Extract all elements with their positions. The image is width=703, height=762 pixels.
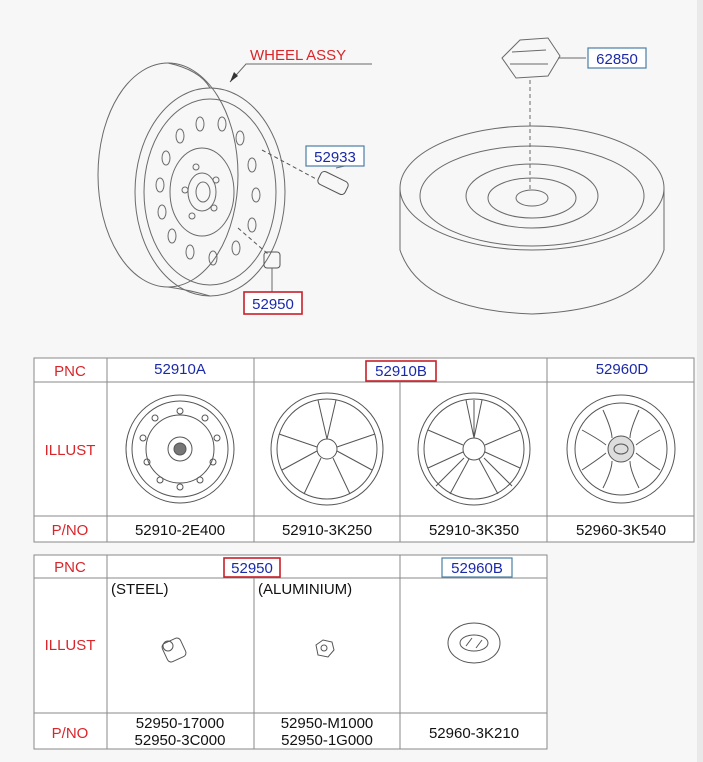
nut-drawing xyxy=(237,227,281,292)
t1-illust-label: ILLUST xyxy=(45,442,96,459)
t1-pno-3: 52910-3K350 xyxy=(429,522,519,539)
t1-pno-2: 52910-3K250 xyxy=(282,522,372,539)
t2-illust-label: ILLUST xyxy=(45,637,96,654)
callout-box-52933 xyxy=(305,145,365,167)
t2-pnc-52960b: 52960B xyxy=(451,560,503,577)
t1-pnc-label: PNC xyxy=(54,363,86,380)
alloy-wheel-multi-spoke-illust xyxy=(417,392,531,506)
wheel-assy-label: WHEEL ASSY xyxy=(250,47,346,64)
t1-pno-4: 52960-3K540 xyxy=(576,522,666,539)
callout-52950-top: 52950 xyxy=(252,296,294,313)
t2-pno-col2-line2: 52950-1G000 xyxy=(281,732,373,749)
t2-pnc-52950: 52950 xyxy=(231,560,273,577)
t1-pnc-52960d: 52960D xyxy=(596,361,649,378)
spare-tire-drawing xyxy=(399,37,665,315)
steel-wheel-illust xyxy=(125,394,235,504)
hub-cap-illust xyxy=(447,622,501,664)
table2: PNC ILLUST P/NO 52950 52960B (STEEL) (AL… xyxy=(33,554,548,750)
vertical-scrollbar[interactable] xyxy=(697,0,703,762)
t1-pno-1: 52910-2E400 xyxy=(135,522,225,539)
t2-pno-col1-line2: 52950-3C000 xyxy=(135,732,226,749)
aluminium-nut-illust xyxy=(315,639,335,658)
alloy-wheel-5-spoke-illust xyxy=(270,392,384,506)
t1-pno-label: P/NO xyxy=(52,522,89,539)
t2-pno-col2-line1: 52950-M1000 xyxy=(281,715,374,732)
callout-box-52950-top xyxy=(243,291,303,315)
callout-62850: 62850 xyxy=(596,51,638,68)
t2-pnc-label: PNC xyxy=(54,559,86,576)
t1-pnc-52910b: 52910B xyxy=(375,363,427,380)
t1-pnc-52910a: 52910A xyxy=(154,361,206,378)
t2-aluminium-label: (ALUMINIUM) xyxy=(258,581,352,598)
wheel-cover-illust xyxy=(566,394,676,504)
t2-pnc-52960b-box xyxy=(441,557,513,578)
t2-pno-col3: 52960-3K210 xyxy=(429,725,519,742)
t2-steel-label: (STEEL) xyxy=(111,581,169,598)
table1: PNC ILLUST P/NO 52910A 52910B 52960D 529… xyxy=(33,357,695,543)
t2-pno-col1-line1: 52950-17000 xyxy=(136,715,224,732)
steel-wheel-drawing xyxy=(97,62,286,297)
steel-nut-illust xyxy=(161,637,187,663)
callout-box-62850 xyxy=(587,47,647,69)
wheel-assy-callout: WHEEL ASSY xyxy=(229,47,372,83)
t2-pno-label: P/NO xyxy=(52,725,89,742)
t2-pnc-52950-box xyxy=(223,557,281,578)
callout-52933: 52933 xyxy=(314,149,356,166)
t1-pnc-52910b-box xyxy=(365,360,437,382)
